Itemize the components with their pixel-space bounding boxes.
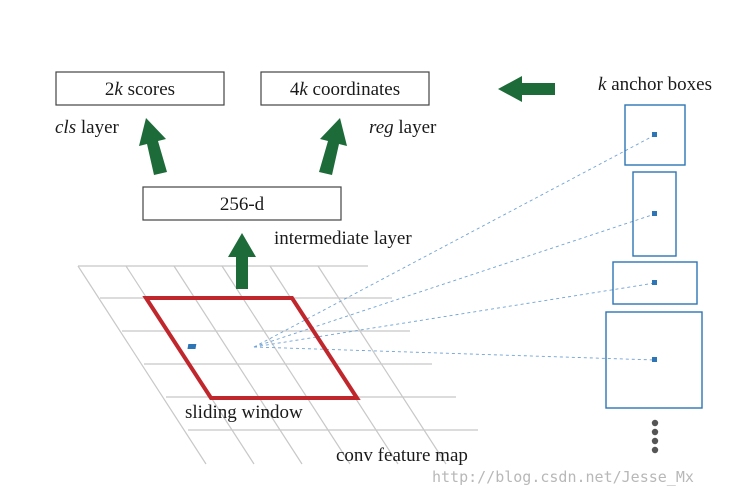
- coordinates-box-label: 4k coordinates: [290, 79, 400, 100]
- coordinates-box: [260, 71, 430, 106]
- anchor-box-tall: [632, 171, 677, 257]
- projection-line: [253, 282, 656, 348]
- intermediate-box-label: 256-d: [220, 194, 265, 215]
- ellipsis-dot: [651, 437, 659, 445]
- arrow-up-intermediate: [228, 233, 256, 289]
- grid-v-line: [317, 265, 447, 465]
- grid-v-line: [77, 265, 207, 465]
- projection-line: [253, 346, 656, 361]
- ellipsis-dot: [651, 428, 659, 436]
- sliding-window: [142, 296, 361, 400]
- anchor-boxes-label: k anchor boxes: [598, 74, 712, 95]
- anchor-box-square-small: [624, 104, 686, 166]
- more-anchors-dots: [651, 419, 659, 454]
- anchor-box-square-large: [605, 311, 703, 409]
- ellipsis-dot: [651, 446, 659, 454]
- scores-box: [55, 71, 225, 106]
- anchor-boxes: [605, 104, 703, 409]
- conv-feature-map-label: conv feature map: [336, 445, 468, 466]
- arrow-left-anchors: [498, 76, 555, 102]
- grid-v-line: [221, 265, 351, 465]
- projection-line: [253, 213, 656, 348]
- watermark: http://blog.csdn.net/Jesse_Mx: [432, 468, 694, 486]
- anchor-center: [652, 280, 657, 285]
- arrow-up-reg: [319, 118, 347, 175]
- sliding-window-label: sliding window: [185, 402, 303, 423]
- anchor-centers: [652, 132, 657, 362]
- conv-feature-map-grid: [77, 265, 478, 465]
- anchor-projection-lines: [253, 134, 656, 361]
- ellipsis-dot: [651, 419, 659, 427]
- anchor-center: [652, 357, 657, 362]
- intermediate-box: [142, 186, 342, 221]
- anchor-box-wide: [612, 261, 698, 305]
- grid-v-line: [173, 265, 303, 465]
- sliding-window-center: [187, 344, 197, 349]
- arrows: [139, 76, 555, 289]
- reg-layer-label: reg layer: [369, 117, 437, 138]
- scores-box-label: 2k scores: [105, 79, 175, 100]
- cls-layer-label: cls layer: [55, 117, 120, 138]
- anchor-center: [652, 132, 657, 137]
- intermediate-layer-label: intermediate layer: [274, 228, 412, 249]
- arrow-up-cls: [139, 118, 167, 175]
- anchor-center: [652, 211, 657, 216]
